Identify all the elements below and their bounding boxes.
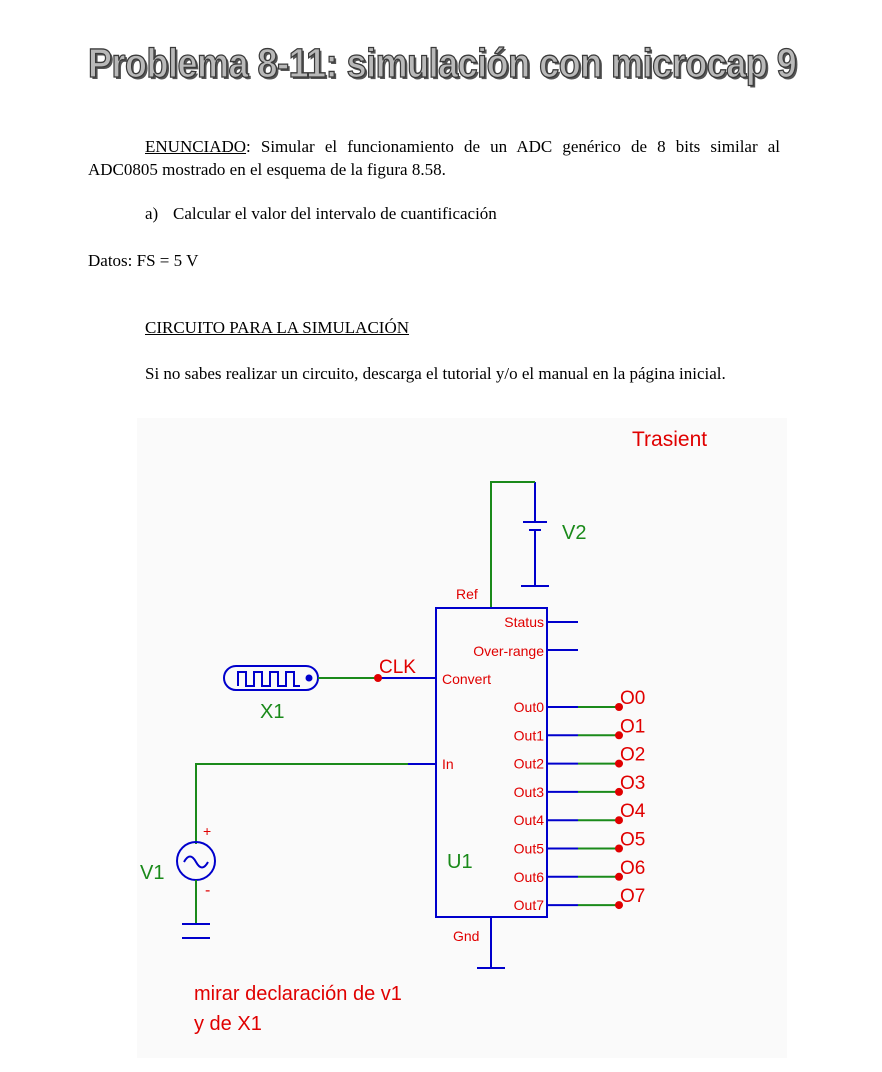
pin-ref: Ref [456,586,478,602]
schematic-background [137,418,787,1058]
question-a: a) Calcular el valor del intervalo de cua… [145,204,497,224]
square-wave-icon [237,671,300,687]
circuit-heading: CIRCUITO PARA LA SIMULACIÓN [88,316,780,339]
output-label-2: O2 [620,745,645,766]
clk-label: CLK [379,657,416,678]
pin-status: Status [504,614,544,630]
x1-label: X1 [260,701,284,723]
clk-node [374,674,382,682]
pin-gnd: Gnd [453,928,479,944]
question-a-text: Calcular el valor del intervalo de cuant… [173,204,497,223]
pin-out-4: Out4 [514,812,545,828]
output-node-0 [615,703,623,711]
v1-minus: - [205,882,210,899]
pin-out-2: Out2 [514,756,545,772]
circuit-heading-text: CIRCUITO PARA LA SIMULACIÓN [145,318,410,337]
ref-wire [490,481,535,608]
output-node-7 [615,901,623,910]
v2-label: V2 [562,522,586,544]
pin-out-6: Out6 [514,869,545,885]
enunciado-text: : Simular el funcionamiento de un ADC ge… [88,137,780,179]
output-label-5: O5 [620,830,645,851]
v2-battery [521,482,549,587]
output-node-2 [615,759,623,768]
output-label-3: O3 [620,773,645,794]
enunciado-label: ENUNCIADO [145,137,247,156]
pin-out-1: Out1 [514,727,545,743]
u1-label: U1 [447,851,473,873]
output-label-6: O6 [620,858,645,879]
question-a-marker: a) [145,204,159,223]
pin-out-7: Out7 [514,897,545,913]
circuit-paragraph: Si no sabes realizar un circuito, descar… [145,364,726,383]
output-node-1 [615,731,623,740]
note-line-2: y de X1 [194,1013,262,1035]
v1-plus: + [203,823,211,839]
datos-line: Datos: FS = 5 V [88,251,199,270]
x1-terminal [305,674,313,682]
output-node-3 [615,787,623,796]
pin-out-0: Out0 [514,699,545,715]
output-label-4: O4 [620,801,646,822]
pin-convert: Convert [442,671,491,687]
v1-label: V1 [140,862,164,884]
page-title: Problema 8-11: simulación con microcap 9 [87,39,797,86]
note-line-1: mirar declaración de v1 [194,983,402,1005]
pin-over-range: Over-range [473,643,544,659]
analysis-label: Trasient [632,428,707,451]
output-label-7: O7 [620,886,645,907]
pin-out-3: Out3 [514,784,545,800]
output-node-6 [615,872,623,881]
output-node-5 [615,844,623,853]
output-node-4 [615,816,623,825]
pin-in: In [442,756,454,772]
in-wire [195,763,408,844]
output-label-0: O0 [620,688,645,709]
enunciado-paragraph: ENUNCIADO: Simular el funcionamiento de … [88,135,780,181]
pin-out-5: Out5 [514,841,545,857]
sine-wave-icon [183,855,209,869]
output-label-1: O1 [620,716,645,737]
